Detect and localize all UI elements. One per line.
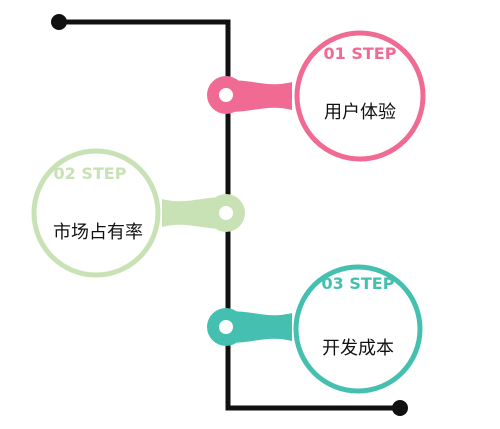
step-1-bubble [294, 30, 426, 162]
step-2-title: 市场占有率 [53, 222, 143, 243]
step-3-title: 开发成本 [322, 338, 394, 359]
step-1-title: 用户体验 [324, 102, 396, 123]
spine-start-dot [51, 14, 67, 30]
step-3-node-hole [219, 320, 233, 334]
step-3-bubble [293, 264, 423, 394]
step-1-label: 01 STEP [324, 44, 397, 63]
step-3-label: 03 STEP [322, 274, 395, 293]
step-1-node-hole [219, 88, 233, 102]
step-3: 03 STEP 开发成本 [207, 264, 423, 394]
step-2-node-hole [219, 206, 233, 220]
step-1: 01 STEP 用户体验 [207, 30, 426, 162]
step-2-label: 02 STEP [54, 164, 127, 183]
spine-end-dot [392, 400, 408, 416]
step-2: 02 STEP 市场占有率 [31, 148, 245, 278]
step-2-bubble [31, 148, 161, 278]
step-3-connector [227, 311, 292, 343]
